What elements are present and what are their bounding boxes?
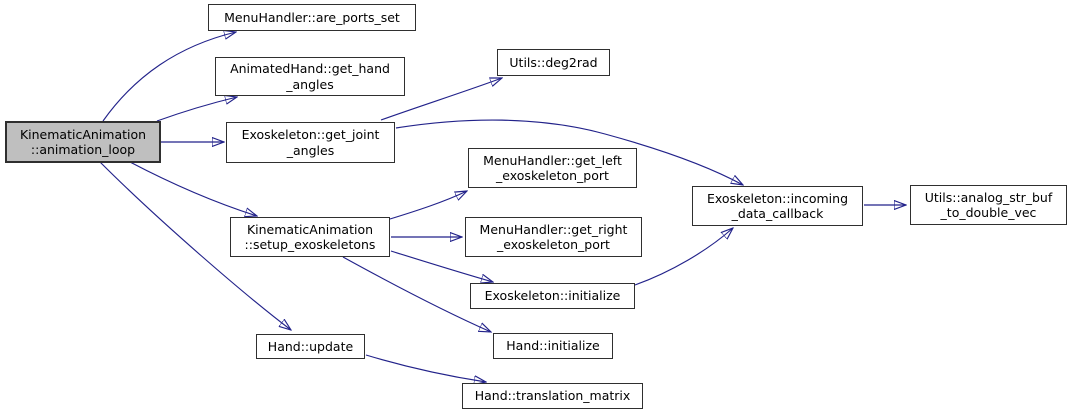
edge-exoskeleton-initialize-to-incoming-data-callback [634,228,733,286]
edge-animation-loop-to-hand-update [99,161,291,330]
node-utils-analog-str-buf-to-double-vec[interactable]: Utils::analog_str_buf _to_double_vec [910,185,1067,225]
node-menuhandler-get-right-exoskeleton-port[interactable]: MenuHandler::get_right _exoskeleton_port [465,217,642,257]
edge-animation-loop-to-setup-exoskeletons [129,161,257,216]
edge-setup-exoskeletons-to-hand-initialize [342,256,491,332]
edge-get-joint-angles-to-deg2rad [380,78,502,121]
node-exoskeleton-initialize[interactable]: Exoskeleton::initialize [470,283,635,309]
edge-setup-exoskeletons-to-get-left-exoskeleton-port [389,191,467,220]
edge-get-joint-angles-to-incoming-data-callback [395,119,743,185]
node-exoskeleton-incoming-data-callback[interactable]: Exoskeleton::incoming _data_callback [692,186,863,226]
node-animatedhand-get-hand-angles[interactable]: AnimatedHand::get_hand _angles [215,57,405,96]
node-utils-deg2rad[interactable]: Utils::deg2rad [497,49,610,76]
node-hand-initialize[interactable]: Hand::initialize [493,333,613,359]
edge-animation-loop-to-are-ports-set [102,32,236,122]
edge-animation-loop-to-get-hand-angles [156,97,237,122]
node-exoskeleton-get-joint-angles[interactable]: Exoskeleton::get_joint _angles [226,122,395,163]
node-hand-update[interactable]: Hand::update [256,334,365,359]
node-menuhandler-are-ports-set[interactable]: MenuHandler::are_ports_set [208,4,416,31]
edge-setup-exoskeletons-to-exoskeleton-initialize [390,250,493,282]
node-kinematicanimation-setup-exoskeletons[interactable]: KinematicAnimation ::setup_exoskeletons [230,217,390,257]
node-hand-translation-matrix[interactable]: Hand::translation_matrix [462,383,643,409]
edge-hand-update-to-translation-matrix [365,354,486,382]
node-menuhandler-get-left-exoskeleton-port[interactable]: MenuHandler::get_left _exoskeleton_port [468,148,637,188]
node-kinematicanimation-animation-loop[interactable]: KinematicAnimation ::animation_loop [5,121,161,163]
